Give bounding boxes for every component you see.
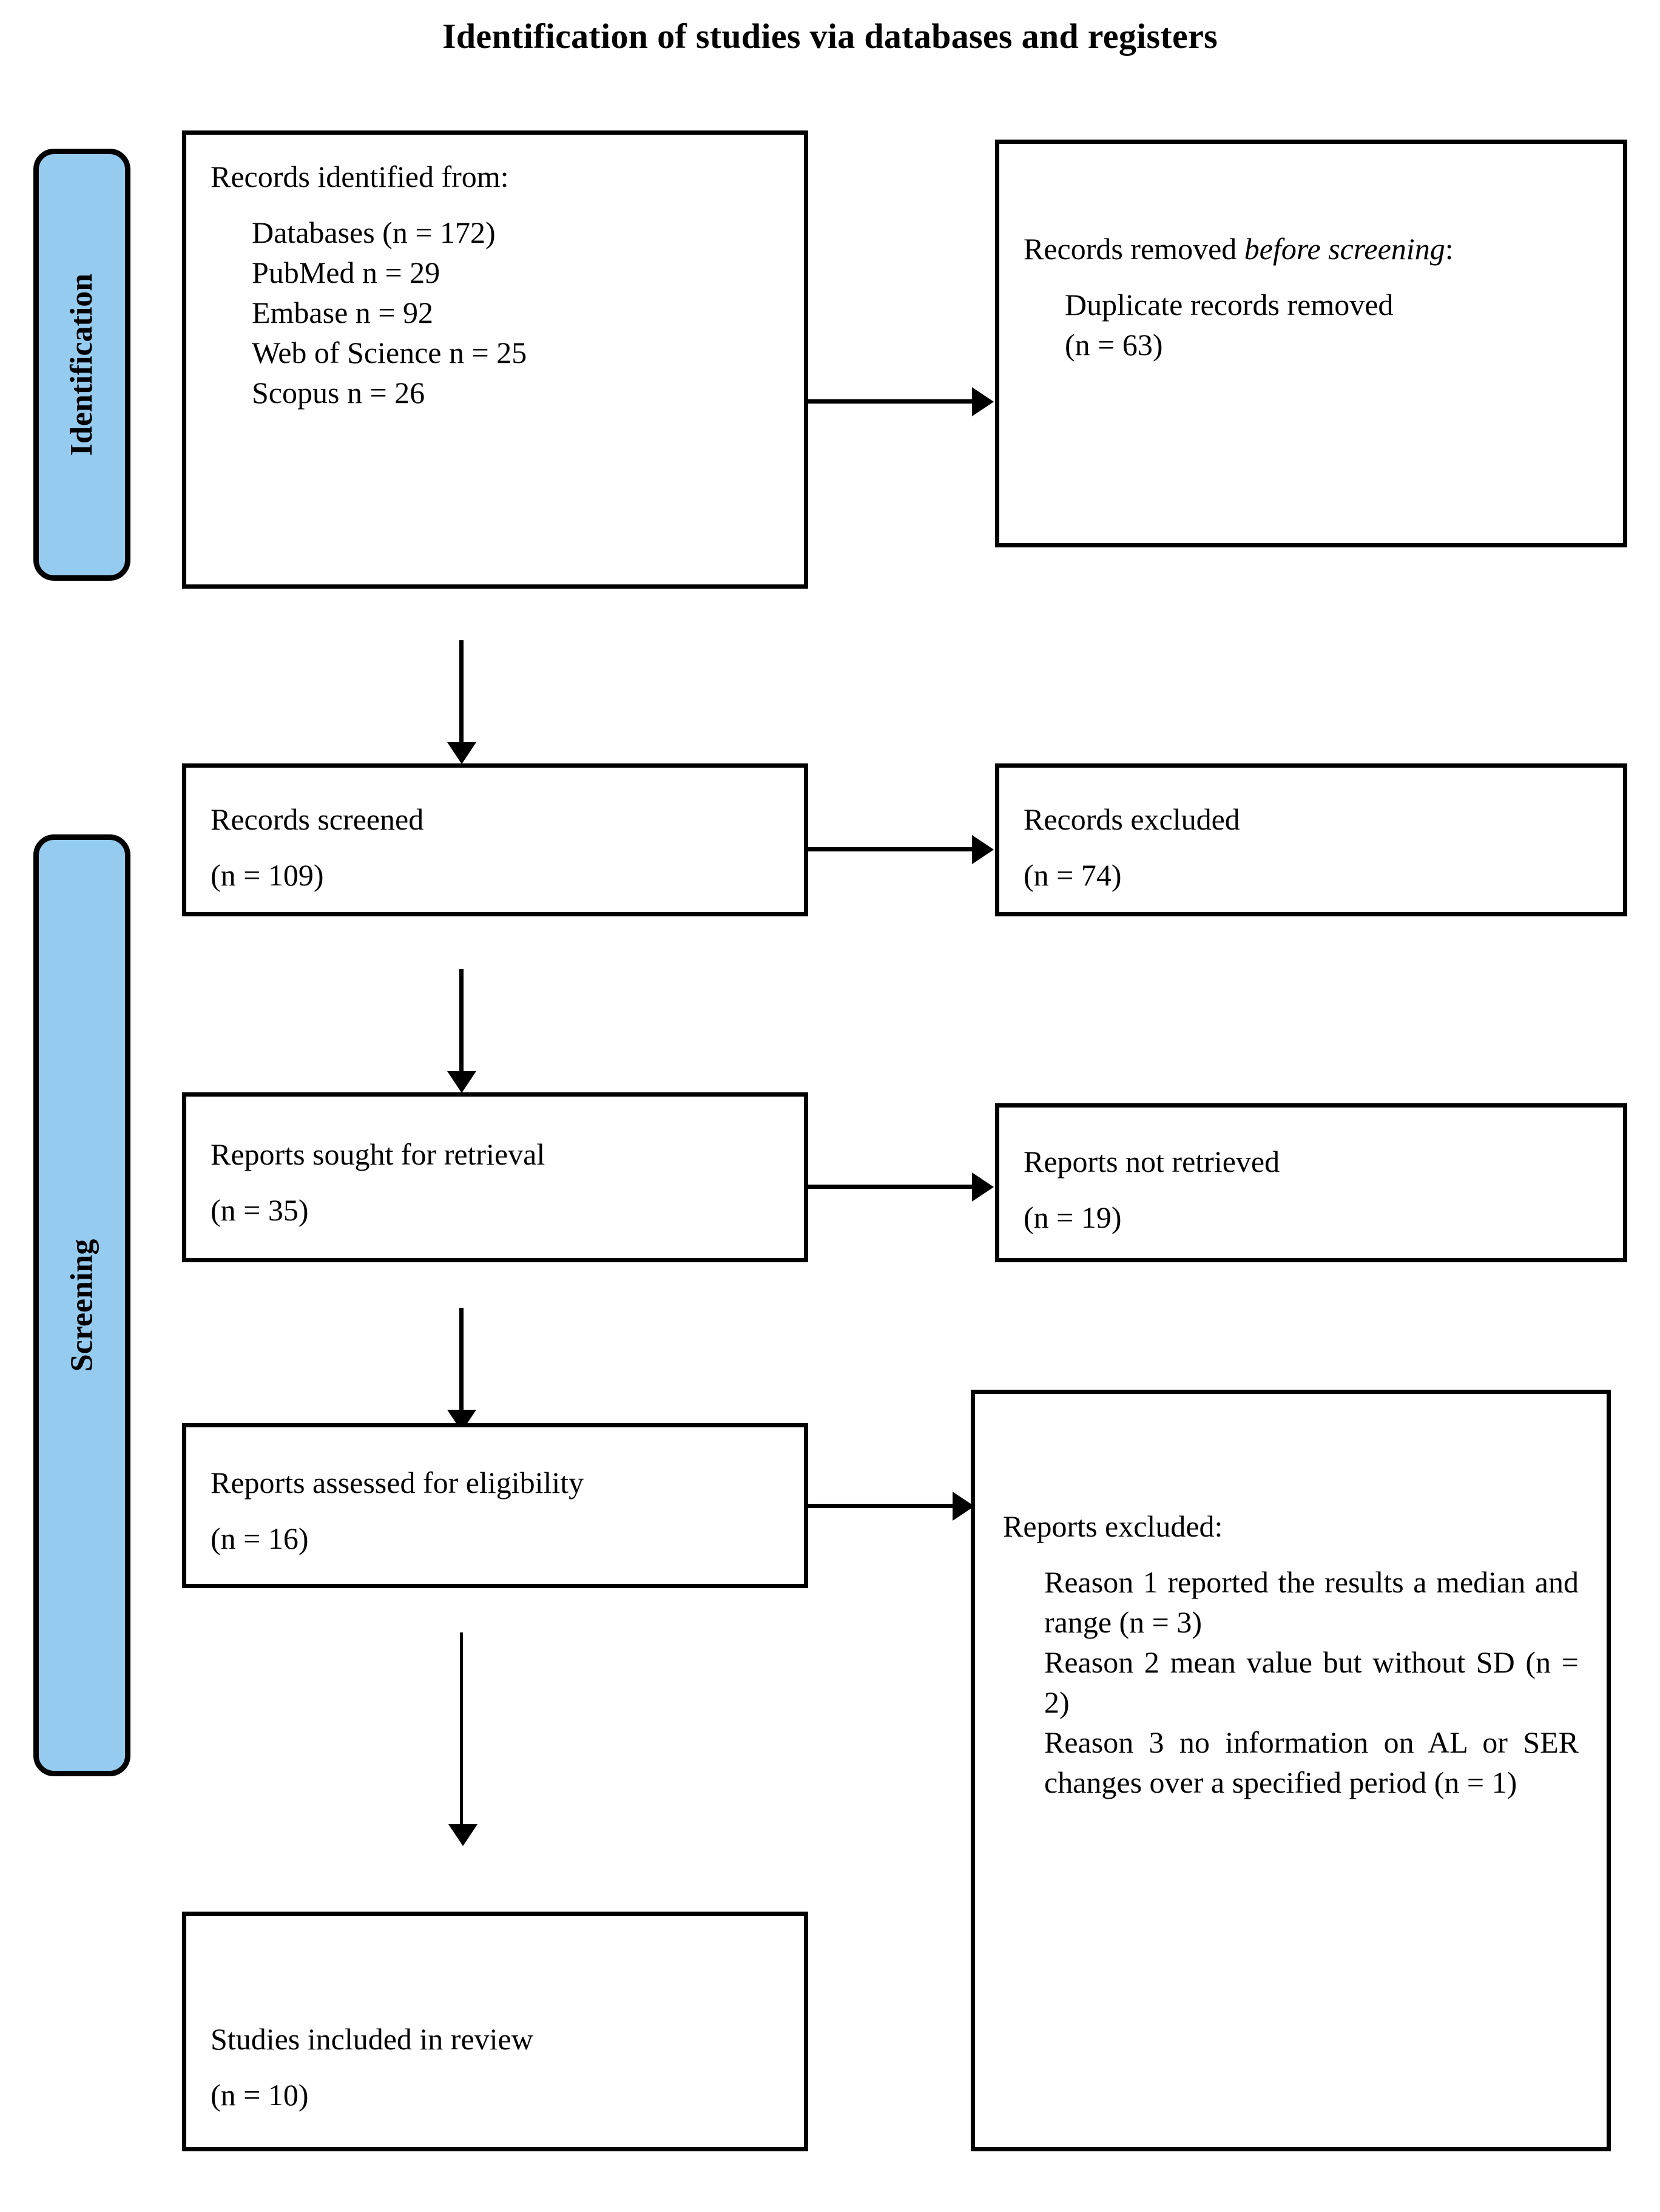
records-removed-heading-italic: before screening — [1244, 232, 1445, 266]
spacer — [211, 839, 780, 855]
box-records-screened: Records screened (n = 109) — [182, 763, 808, 916]
records-excluded-line-2: (n = 74) — [1024, 858, 1122, 892]
reports-excluded-reason-3: Reason 3 no information on AL or SER cha… — [1044, 1725, 1579, 1799]
box-records-excluded: Records excluded (n = 74) — [995, 763, 1627, 916]
reports-not-retrieved-line-1: Reports not retrieved — [1024, 1145, 1280, 1179]
spacer — [1024, 269, 1599, 285]
phase-bar-screening: Screening — [33, 834, 130, 1776]
arrow-sought-to-not-retrieved — [808, 1172, 994, 1202]
spacer — [1003, 1546, 1579, 1562]
records-identified-line-3: Embase n = 92 — [252, 296, 433, 330]
spacer — [211, 197, 780, 212]
records-removed-line-2: (n = 63) — [1065, 328, 1163, 362]
reports-sought-line-1: Reports sought for retrieval — [211, 1137, 545, 1171]
studies-included-line-1: Studies included in review — [211, 2022, 533, 2056]
arrow-assessed-to-reports-excluded — [808, 1492, 974, 1521]
records-screened-line-1: Records screened — [211, 802, 424, 836]
phase-bar-identification: Identification — [33, 149, 130, 581]
arrow-sought-to-assessed — [447, 1308, 476, 1432]
spacer — [1024, 1182, 1599, 1197]
phase-label-identification: Identification — [64, 273, 100, 456]
reports-not-retrieved-line-2: (n = 19) — [1024, 1200, 1122, 1234]
arrow-screened-to-sought — [447, 969, 476, 1093]
spacer — [211, 2059, 780, 2075]
reports-excluded-heading: Reports excluded: — [1003, 1509, 1223, 1543]
records-excluded-line-1: Records excluded — [1024, 802, 1240, 836]
box-studies-included: Studies included in review (n = 10) — [182, 1912, 808, 2151]
reports-excluded-reason-2: Reason 2 mean value but without SD (n = … — [1044, 1645, 1579, 1719]
studies-included-line-2: (n = 10) — [211, 2078, 309, 2112]
arrow-assessed-to-included — [448, 1632, 477, 1846]
records-identified-line-2: PubMed n = 29 — [252, 255, 440, 289]
arrow-identified-to-removed — [808, 387, 994, 416]
reports-sought-line-2: (n = 35) — [211, 1193, 309, 1227]
records-identified-line-5: Scopus n = 26 — [252, 376, 425, 410]
arrow-screened-to-excluded — [808, 835, 994, 864]
box-records-identified: Records identified from: Databases (n = … — [182, 130, 808, 589]
spacer — [211, 1503, 780, 1518]
reports-assessed-line-1: Reports assessed for eligibility — [211, 1466, 584, 1500]
box-reports-not-retrieved: Reports not retrieved (n = 19) — [995, 1103, 1627, 1262]
records-identified-heading: Records identified from: — [211, 160, 509, 194]
box-reports-excluded: Reports excluded: Reason 1 reported the … — [971, 1390, 1611, 2151]
records-identified-line-4: Web of Science n = 25 — [252, 336, 527, 370]
diagram-title: Identification of studies via databases … — [442, 16, 1218, 56]
records-removed-heading-suffix: : — [1445, 232, 1454, 266]
box-reports-assessed: Reports assessed for eligibility (n = 16… — [182, 1423, 808, 1588]
reports-excluded-reason-1: Reason 1 reported the results a median a… — [1044, 1565, 1579, 1639]
box-records-removed: Records removed before screening: Duplic… — [995, 140, 1627, 547]
records-identified-line-1: Databases (n = 172) — [252, 215, 496, 249]
records-removed-heading: Records removed before screening: — [1024, 229, 1599, 269]
arrow-identified-to-screened — [447, 640, 476, 764]
phase-label-screening: Screening — [64, 1239, 99, 1372]
records-removed-line-1: Duplicate records removed — [1065, 288, 1394, 322]
box-reports-sought: Reports sought for retrieval (n = 35) — [182, 1092, 808, 1262]
spacer — [1024, 839, 1599, 855]
records-screened-line-2: (n = 109) — [211, 858, 324, 892]
spacer — [211, 1174, 780, 1190]
reports-assessed-line-2: (n = 16) — [211, 1521, 309, 1555]
records-removed-heading-prefix: Records removed — [1024, 232, 1244, 266]
